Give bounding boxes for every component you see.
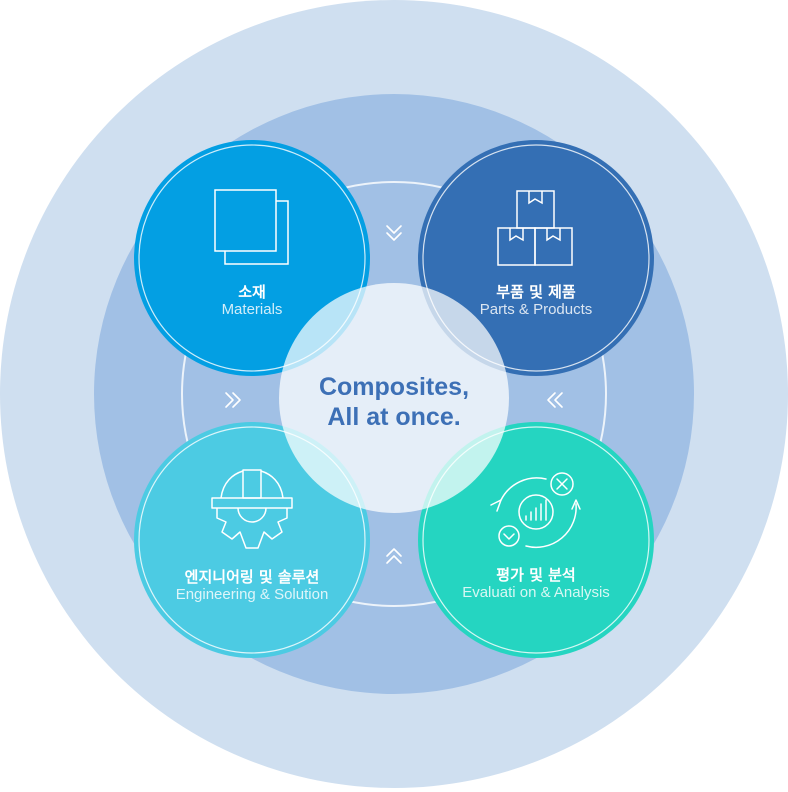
boxes-icon — [497, 190, 573, 266]
engineering-node — [134, 422, 370, 658]
hard-hat-gear-icon — [211, 469, 293, 549]
materials-node-ring — [138, 144, 366, 372]
parts-node — [418, 140, 654, 376]
analysis-cycle-icon — [490, 472, 581, 549]
center-title: Composites, All at once. — [279, 372, 509, 432]
chevron-down-icon — [386, 225, 402, 241]
chevron-right-icon — [225, 392, 241, 408]
evaluation-node — [418, 422, 654, 658]
stacked-squares-icon — [214, 189, 289, 265]
materials-label: 소재 Materials — [152, 283, 352, 319]
materials-ko-label: 소재 — [238, 283, 266, 301]
evaluation-ko-label: 평가 및 분석 — [496, 566, 576, 584]
parts-node-ring — [422, 144, 650, 372]
engineering-en-label: Engineering & Solution — [175, 586, 329, 603]
evaluation-label: 평가 및 분석 Evaluati on & Analysis — [426, 566, 646, 602]
materials-en-label: Materials — [221, 301, 283, 318]
center-circle — [279, 283, 509, 513]
engineering-node-ring — [138, 426, 366, 654]
center-title-line2: All at once. — [327, 403, 461, 431]
chevron-up-icon — [386, 548, 402, 564]
evaluation-en-label: Evaluati on & Analysis — [462, 584, 610, 601]
center-title-line1: Composites, — [318, 373, 470, 401]
connector-ring — [181, 181, 607, 607]
parts-ko-label: 부품 및 제품 — [496, 283, 576, 301]
engineering-ko-label: 엔지니어링 및 솔루션 — [184, 568, 320, 586]
chevron-left-icon — [547, 392, 563, 408]
engineering-label: 엔지니어링 및 솔루션 Engineering & Solution — [142, 568, 362, 604]
materials-node — [134, 140, 370, 376]
parts-en-label: Parts & Products — [479, 301, 593, 318]
evaluation-node-ring — [422, 426, 650, 654]
parts-label: 부품 및 제품 Parts & Products — [436, 283, 636, 319]
